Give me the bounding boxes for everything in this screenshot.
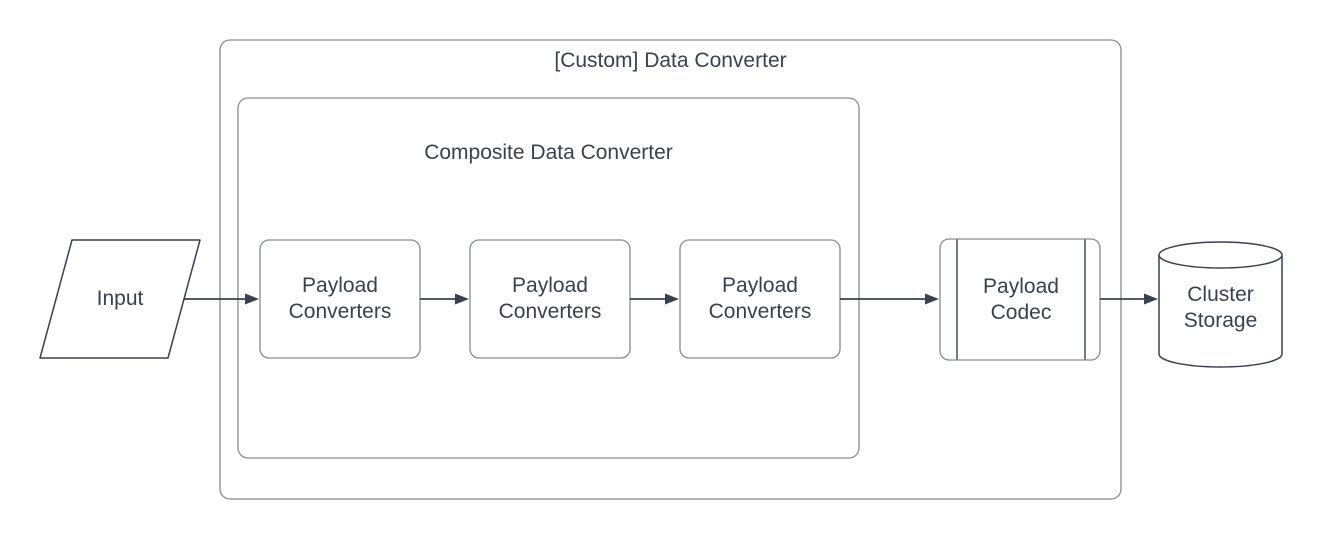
cylinder-top xyxy=(1158,241,1283,269)
connector-codec-to-storage xyxy=(1100,293,1158,305)
input-node xyxy=(39,239,201,359)
connector-input-to-converter1 xyxy=(184,293,259,305)
payload-converters-node-1 xyxy=(259,239,421,359)
connector-converter3-to-codec xyxy=(840,293,939,305)
cluster-storage-node xyxy=(1158,241,1283,368)
custom-data-converter-container xyxy=(219,39,1122,500)
connector-converter1-to-converter2 xyxy=(420,293,469,305)
payload-converters-node-2 xyxy=(469,239,631,359)
payload-converters-node-3 xyxy=(679,239,841,359)
cylinder-body xyxy=(1158,255,1283,368)
composite-data-converter-container xyxy=(237,97,860,459)
payload-codec-border xyxy=(939,238,1101,361)
connector-converter2-to-converter3 xyxy=(630,293,679,305)
connector-layer xyxy=(184,293,1158,305)
payload-codec-node xyxy=(939,238,1101,361)
